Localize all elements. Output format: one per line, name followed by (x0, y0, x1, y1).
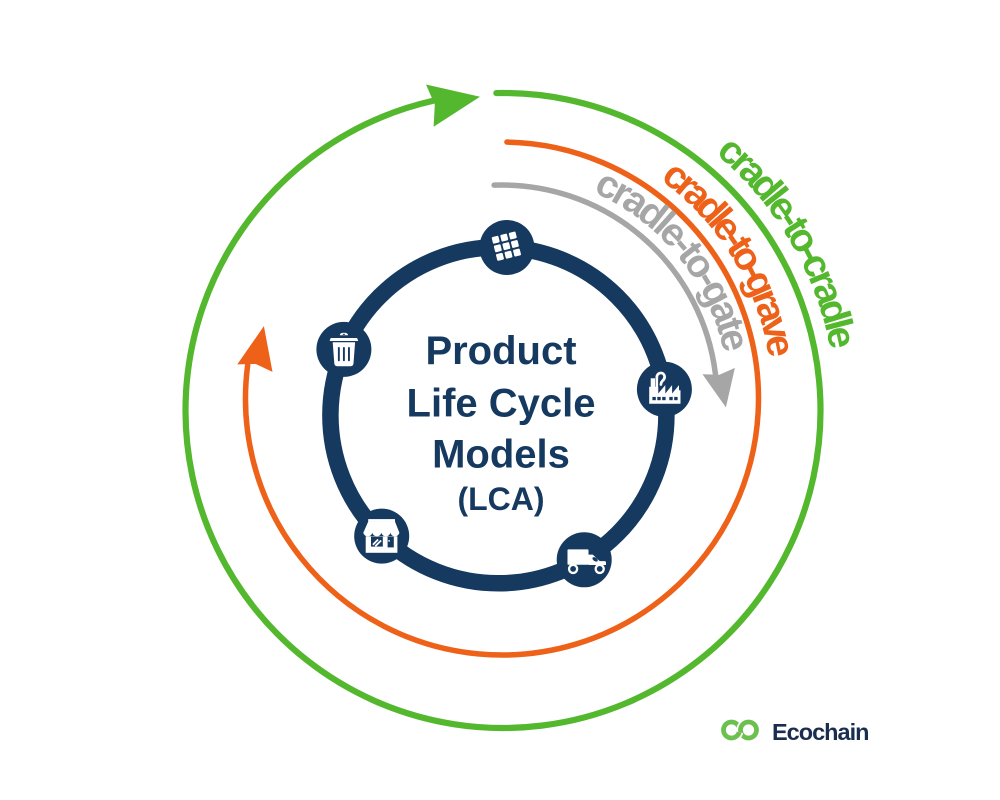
svg-text:Ecochain: Ecochain (772, 719, 868, 745)
svg-text:(LCA): (LCA) (457, 481, 544, 517)
svg-text:Models: Models (432, 433, 570, 477)
svg-text:Product: Product (425, 329, 576, 373)
svg-text:Life Cycle: Life Cycle (407, 381, 596, 425)
